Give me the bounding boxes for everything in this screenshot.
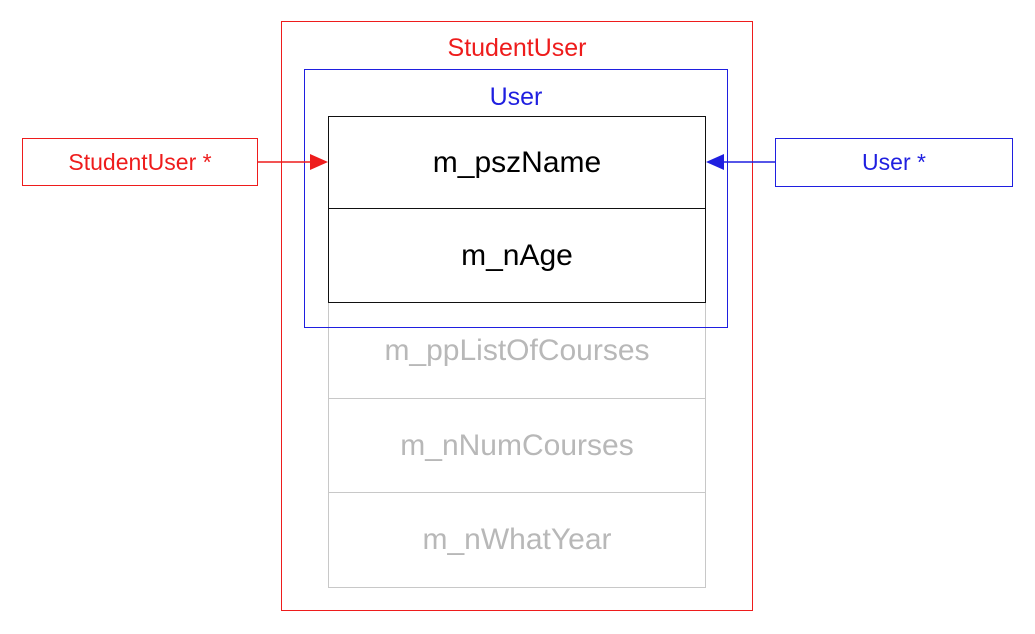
studentuser-object-box xyxy=(281,21,753,611)
field-m-nwhatyear: m_nWhatYear xyxy=(328,492,706,588)
field-m-nage: m_nAge xyxy=(328,208,706,303)
user-object-title: User xyxy=(489,83,543,111)
user-object-box xyxy=(304,69,728,328)
user-pointer-box: User * xyxy=(775,138,1013,187)
studentuser-pointer-box: StudentUser * xyxy=(22,138,258,186)
field-m-nnumcourses: m_nNumCourses xyxy=(328,398,706,493)
studentuser-object-title: StudentUser xyxy=(447,34,587,62)
field-m-pszname: m_pszName xyxy=(328,116,706,209)
